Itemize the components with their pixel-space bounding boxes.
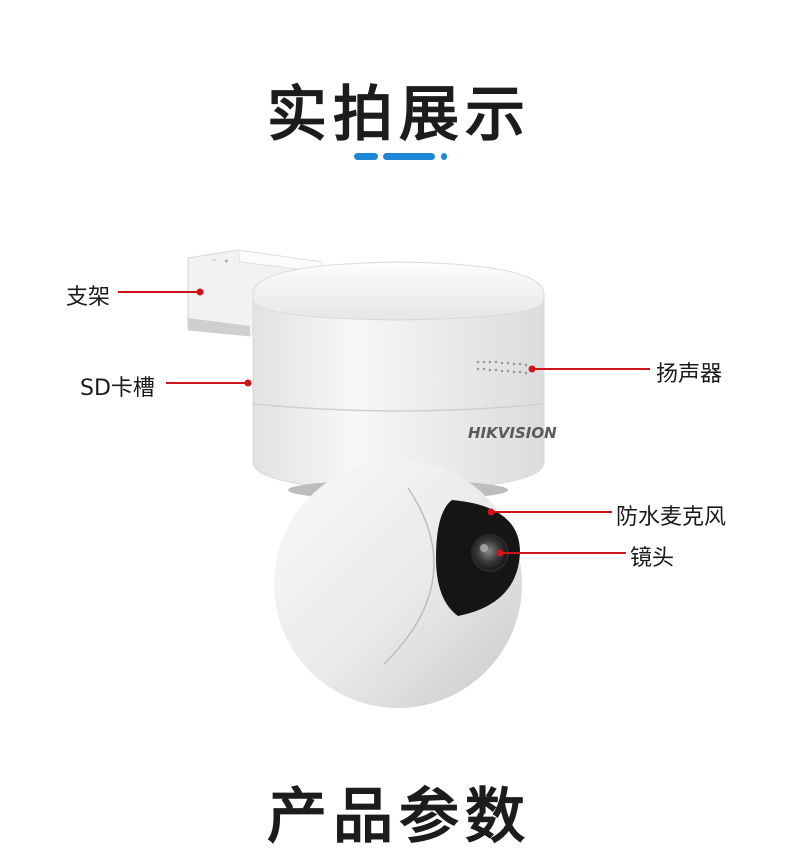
callout-label-sd-slot: SD卡槽 — [80, 376, 155, 401]
callout-lines — [118, 291, 650, 554]
section-title-specs: 产品参数 — [267, 782, 531, 852]
callout-dots — [196, 288, 536, 557]
title-accent-bar — [354, 153, 378, 160]
callout-label-microphone: 防水麦克风 — [616, 505, 727, 530]
speaker-grille — [476, 360, 528, 375]
camera-body — [252, 299, 545, 491]
callout-label-speaker: 扬声器 — [656, 362, 723, 387]
camera-top-cap — [252, 261, 545, 321]
section-title-photos: 实拍展示 — [267, 80, 531, 150]
title-accent-bar — [383, 153, 435, 160]
camera-dome — [274, 460, 522, 708]
callout-label-lens: 镜头 — [630, 546, 675, 571]
brand-logo: HIKVISION — [468, 424, 557, 442]
title-accent-dot — [441, 153, 447, 160]
callout-label-bracket: 支架 — [66, 285, 111, 310]
svg-text:~ ᛫ ⏚: ~ ᛫ ⏚ — [212, 257, 228, 264]
